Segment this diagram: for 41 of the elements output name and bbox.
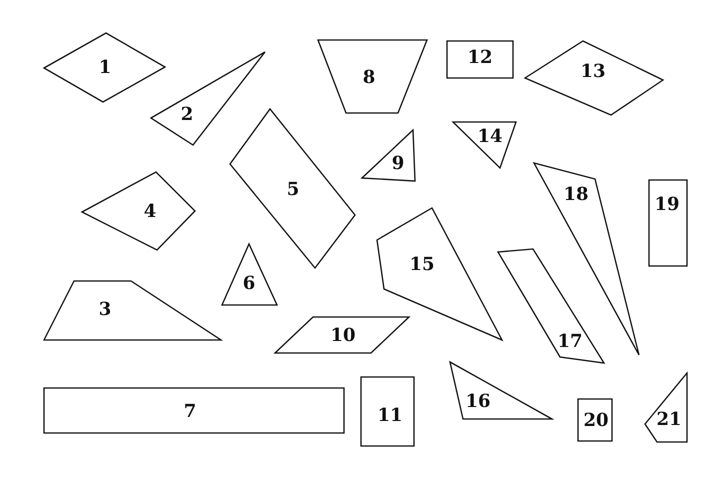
- rectangle-shape: [578, 399, 612, 441]
- rhombus-shape: [525, 41, 663, 115]
- shape-number: 10: [330, 326, 356, 346]
- shape-number: 15: [409, 255, 435, 275]
- quadrilateral-shape: [377, 208, 502, 340]
- shape-number: 4: [144, 202, 156, 222]
- pentagon-shape: [645, 373, 687, 442]
- triangle-shape: [151, 52, 265, 145]
- shape-number: 6: [242, 274, 256, 294]
- shape-number: 14: [477, 127, 503, 147]
- shape-number: 5: [286, 180, 300, 200]
- shape-number: 9: [392, 154, 404, 174]
- rhombus-shape: [44, 33, 165, 102]
- quadrilateral-shape: [82, 172, 195, 250]
- rectangle-shape: [649, 180, 687, 266]
- rectangle-shape: [361, 377, 414, 446]
- shape-number: 17: [557, 332, 583, 352]
- rectangle-shape: [447, 41, 513, 78]
- shape-number: 1: [98, 58, 112, 78]
- shape-number: 2: [180, 105, 194, 125]
- quadrilateral-shape: [498, 249, 604, 363]
- shape-number: 21: [656, 410, 682, 430]
- shape-number: 18: [563, 185, 589, 205]
- triangle-shape: [534, 163, 639, 355]
- triangle-shape: [362, 130, 415, 181]
- parallelogram-shape: [275, 317, 409, 353]
- rectangle-shape: [44, 388, 344, 433]
- shape-number: 12: [467, 48, 493, 68]
- shape-number: 20: [583, 411, 609, 431]
- triangle-shape: [450, 362, 552, 419]
- shape-number: 13: [580, 62, 606, 82]
- shape-number: 8: [362, 68, 376, 88]
- triangle-shape: [222, 244, 277, 305]
- shape-number: 3: [98, 300, 112, 320]
- trapezoid-shape: [318, 40, 427, 113]
- shape-number: 19: [654, 195, 680, 215]
- trapezoid-shape: [44, 281, 221, 340]
- shape-number: 7: [184, 402, 196, 422]
- shape-number: 16: [465, 392, 491, 412]
- shape-number: 11: [377, 406, 403, 426]
- triangle-shape: [453, 122, 516, 168]
